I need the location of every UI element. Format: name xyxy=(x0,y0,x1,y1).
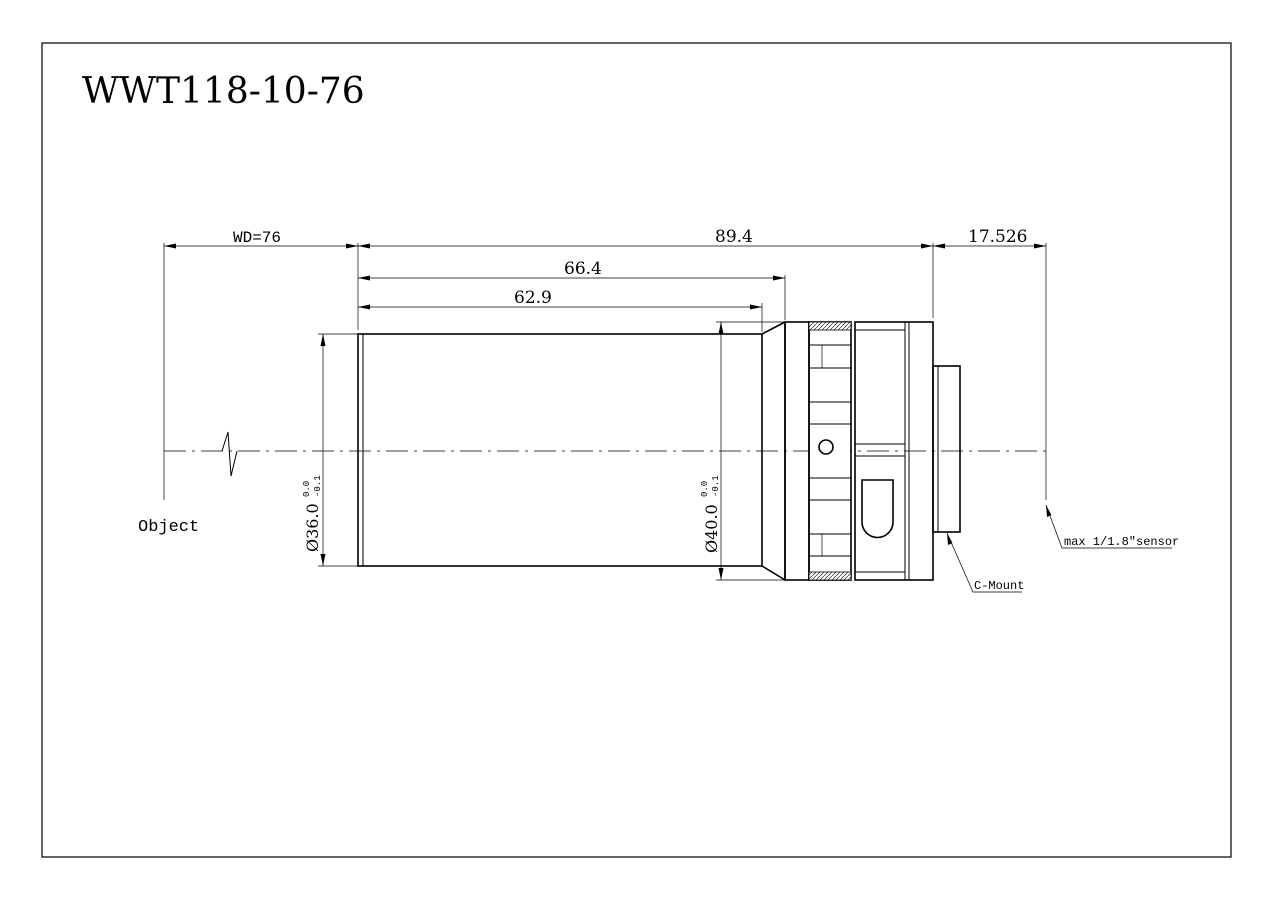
front-tolerance-upper: 0.0 xyxy=(302,481,312,497)
front-diameter-label: Ø36.0 xyxy=(303,503,322,552)
front-tolerance-lower: -0.1 xyxy=(313,475,323,497)
rear-diameter-label: Ø40.0 xyxy=(702,504,721,553)
drawing-border xyxy=(41,42,1232,858)
rear-tolerance-upper: 0.0 xyxy=(700,481,710,497)
lock-screw-hole xyxy=(818,439,834,455)
axis-break-symbol xyxy=(221,431,238,477)
rear-tolerance-lower: -0.1 xyxy=(711,475,721,497)
sensor-label: max 1/1.8"sensor xyxy=(1064,535,1179,549)
c-mount-leader xyxy=(946,532,1022,593)
length-to-ring-label: 66.4 xyxy=(564,259,602,279)
working-distance-label: WD=76 xyxy=(233,229,281,247)
adjust-slot xyxy=(861,479,894,539)
c-mount-label: C-Mount xyxy=(974,579,1024,593)
flange-distance-label: 17.526 xyxy=(968,227,1027,247)
drawing-title: WWT118-10-76 xyxy=(82,71,365,112)
c-mount-thread xyxy=(932,365,961,533)
barrel-length-label: 62.9 xyxy=(514,288,552,308)
overall-length-label: 89.4 xyxy=(715,227,753,247)
lens-body xyxy=(357,320,961,582)
object-label: Object xyxy=(138,518,199,537)
sensor-leader xyxy=(1045,504,1172,549)
front-barrel xyxy=(357,333,763,567)
